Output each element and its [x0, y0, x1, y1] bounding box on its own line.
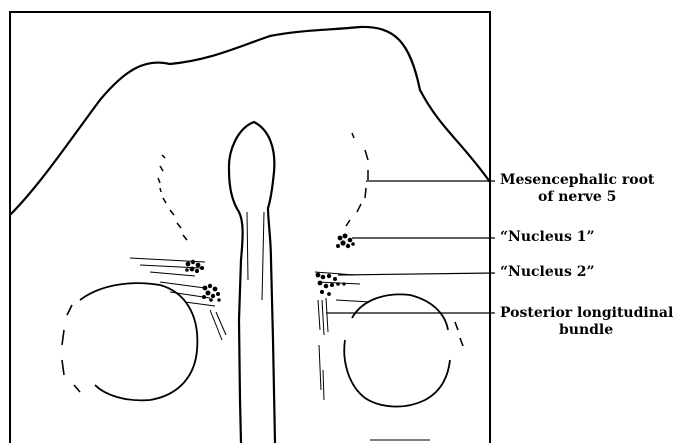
label-nucleus-1: “Nucleus 1” [500, 229, 595, 246]
right-nucleus-2 [316, 273, 346, 296]
left-red-nucleus-outline [80, 283, 197, 400]
label-nucleus-2: “Nucleus 2” [500, 264, 595, 281]
label-posterior-longitudinal-bundle-line1: Posterior longitudinal [500, 305, 673, 321]
left-nucleus-2 [202, 284, 221, 302]
figure-frame [10, 12, 490, 443]
right-red-nucleus-dashes [455, 322, 463, 346]
left-mesencephalic-root-fibres [158, 155, 187, 240]
aqueduct-inner-line [262, 212, 264, 300]
leader-nucleus-2 [338, 273, 495, 275]
label-mesencephalic-root-line1: Mesencephalic root [500, 172, 654, 188]
aqueduct-inner-line [247, 212, 248, 280]
right-mesencephalic-root-fibres [346, 133, 368, 226]
right-nucleus-1 [336, 234, 355, 249]
leader-lines [326, 181, 495, 313]
aqueduct-canal [229, 122, 275, 443]
right-red-nucleus-outline [344, 294, 450, 406]
label-posterior-longitudinal-bundle-line2: bundle [500, 322, 673, 339]
label-mesencephalic-root: Mesencephalic root of nerve 5 [500, 172, 654, 206]
label-posterior-longitudinal-bundle: Posterior longitudinal bundle [500, 305, 673, 339]
label-mesencephalic-root-line2: of nerve 5 [500, 189, 654, 206]
tectum-outline [10, 27, 490, 215]
left-red-nucleus-dashes [62, 305, 80, 392]
